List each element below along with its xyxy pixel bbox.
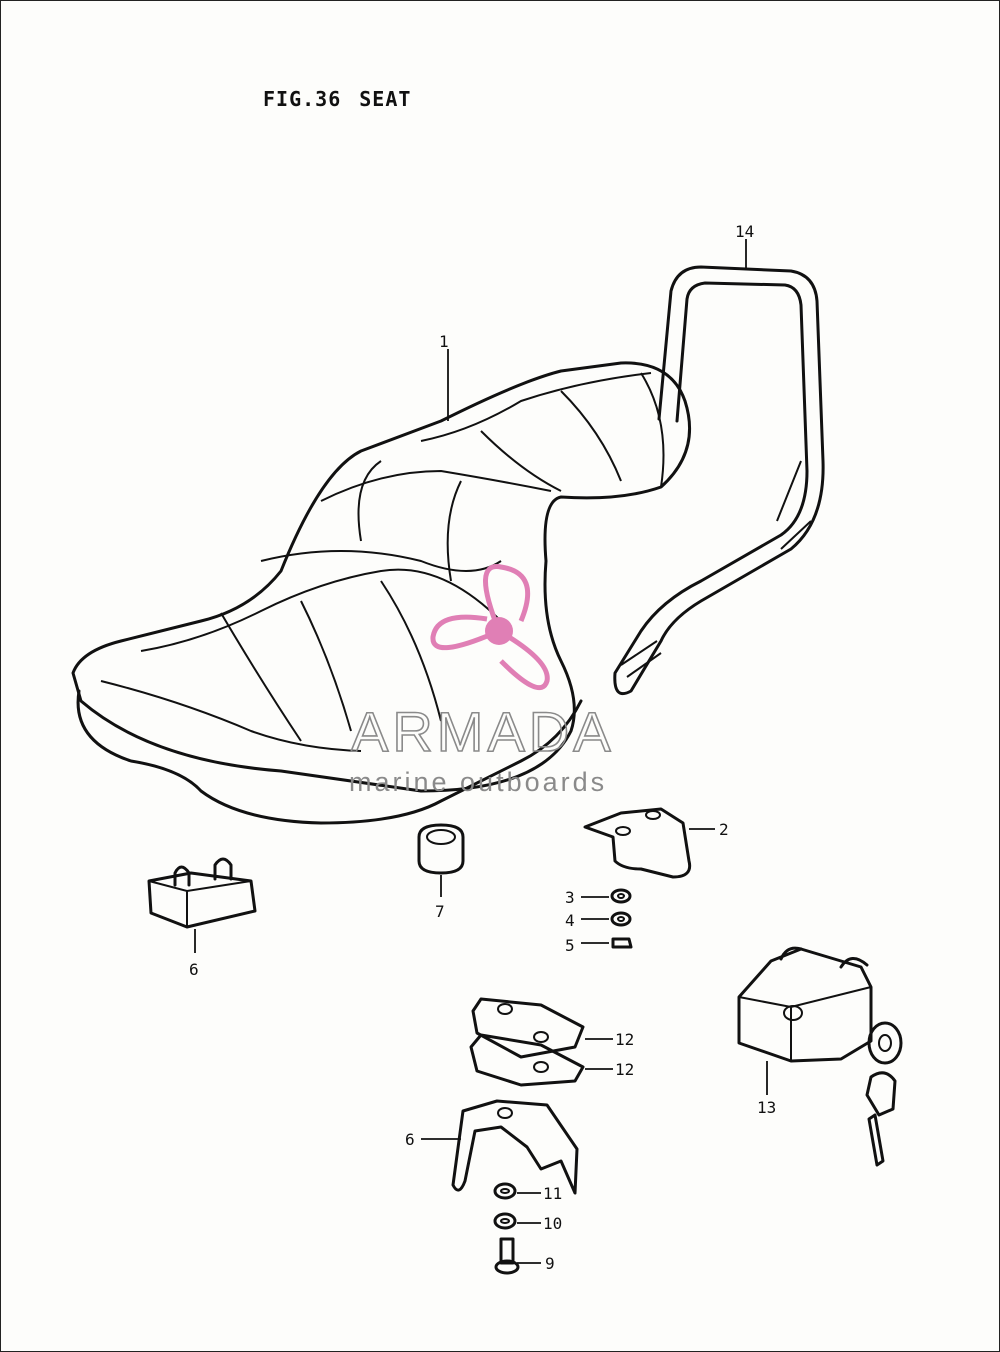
callout-5: 5 [565, 936, 575, 955]
washer-icon [610, 888, 632, 904]
callout-13: 13 [757, 1098, 776, 1117]
plate-icon [471, 997, 585, 1059]
grab-rail-icon [613, 265, 825, 696]
figure-number: FIG.36 [263, 87, 342, 111]
figure-name: SEAT [359, 87, 412, 111]
callout-6: 6 [189, 960, 199, 979]
washer-icon [493, 1182, 517, 1200]
callout-9: 9 [545, 1254, 555, 1273]
callout-12: 12 [615, 1030, 634, 1049]
rubber-block-icon [147, 857, 257, 929]
plate-icon [469, 1033, 585, 1087]
callouts: 1 2 3 4 5 6 7 12 12 13 6 11 10 9 14 [189, 222, 776, 1273]
callout-1: 1 [439, 332, 449, 351]
seat-lock-icon [737, 946, 903, 1167]
callout-11: 11 [543, 1184, 562, 1203]
callout-7: 7 [435, 902, 445, 921]
callout-6: 6 [405, 1130, 415, 1149]
hinge-bracket-icon [451, 1099, 579, 1195]
bolt-icon [494, 1237, 520, 1275]
lock-washer-icon [610, 911, 632, 927]
callout-2: 2 [719, 820, 729, 839]
seat-icon [71, 361, 692, 825]
callout-12: 12 [615, 1060, 634, 1079]
lock-washer-icon [493, 1212, 517, 1230]
cushion-icon [417, 823, 465, 875]
watermark-brand: ARMADA [351, 700, 615, 763]
nut-icon [611, 937, 633, 949]
leader-lines [194, 239, 768, 1264]
watermark-logo [430, 564, 550, 691]
figure-title: FIG.36 SEAT [263, 87, 429, 111]
watermark-tagline: marine outboards [349, 767, 607, 797]
callout-3: 3 [565, 888, 575, 907]
callout-4: 4 [565, 911, 575, 930]
callout-14: 14 [735, 222, 754, 241]
callout-10: 10 [543, 1214, 562, 1233]
bracket-icon [583, 807, 692, 879]
